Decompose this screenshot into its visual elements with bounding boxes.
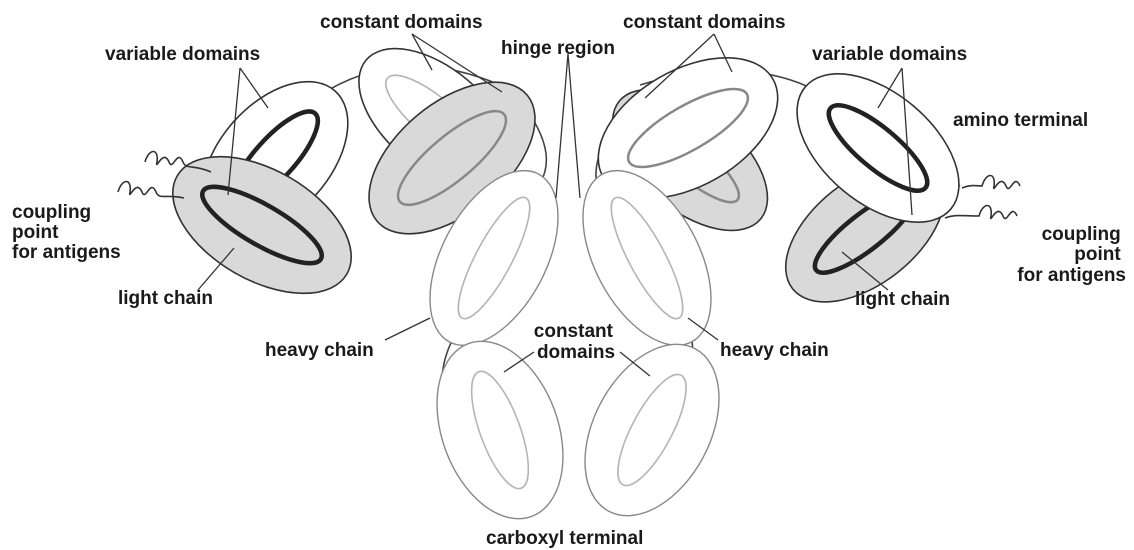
label-variable-domains-right: variable domains [812,44,967,65]
label-coupling-point-left: coupling point for antigens [12,202,121,263]
coil-right-upper [962,176,1020,189]
label-variable-domains-left: variable domains [105,44,260,65]
label-light-chain-left: light chain [118,288,213,309]
label-constant-domains-left: constant domains [320,12,483,33]
label-coupling-point-right: coupling point for antigens [1017,224,1126,286]
label-heavy-chain-left: heavy chain [265,340,374,361]
label-light-chain-right: light chain [855,289,950,310]
label-constant-domains-bottom: constant domains [534,321,618,363]
label-heavy-chain-right: heavy chain [720,340,829,361]
label-hinge-region: hinge region [501,38,615,59]
label-carboxyl-terminal: carboxyl terminal [486,528,643,549]
label-constant-domains-right: constant domains [623,12,786,33]
coil-right-lower [945,206,1017,219]
label-amino-terminal: amino terminal [953,110,1088,131]
